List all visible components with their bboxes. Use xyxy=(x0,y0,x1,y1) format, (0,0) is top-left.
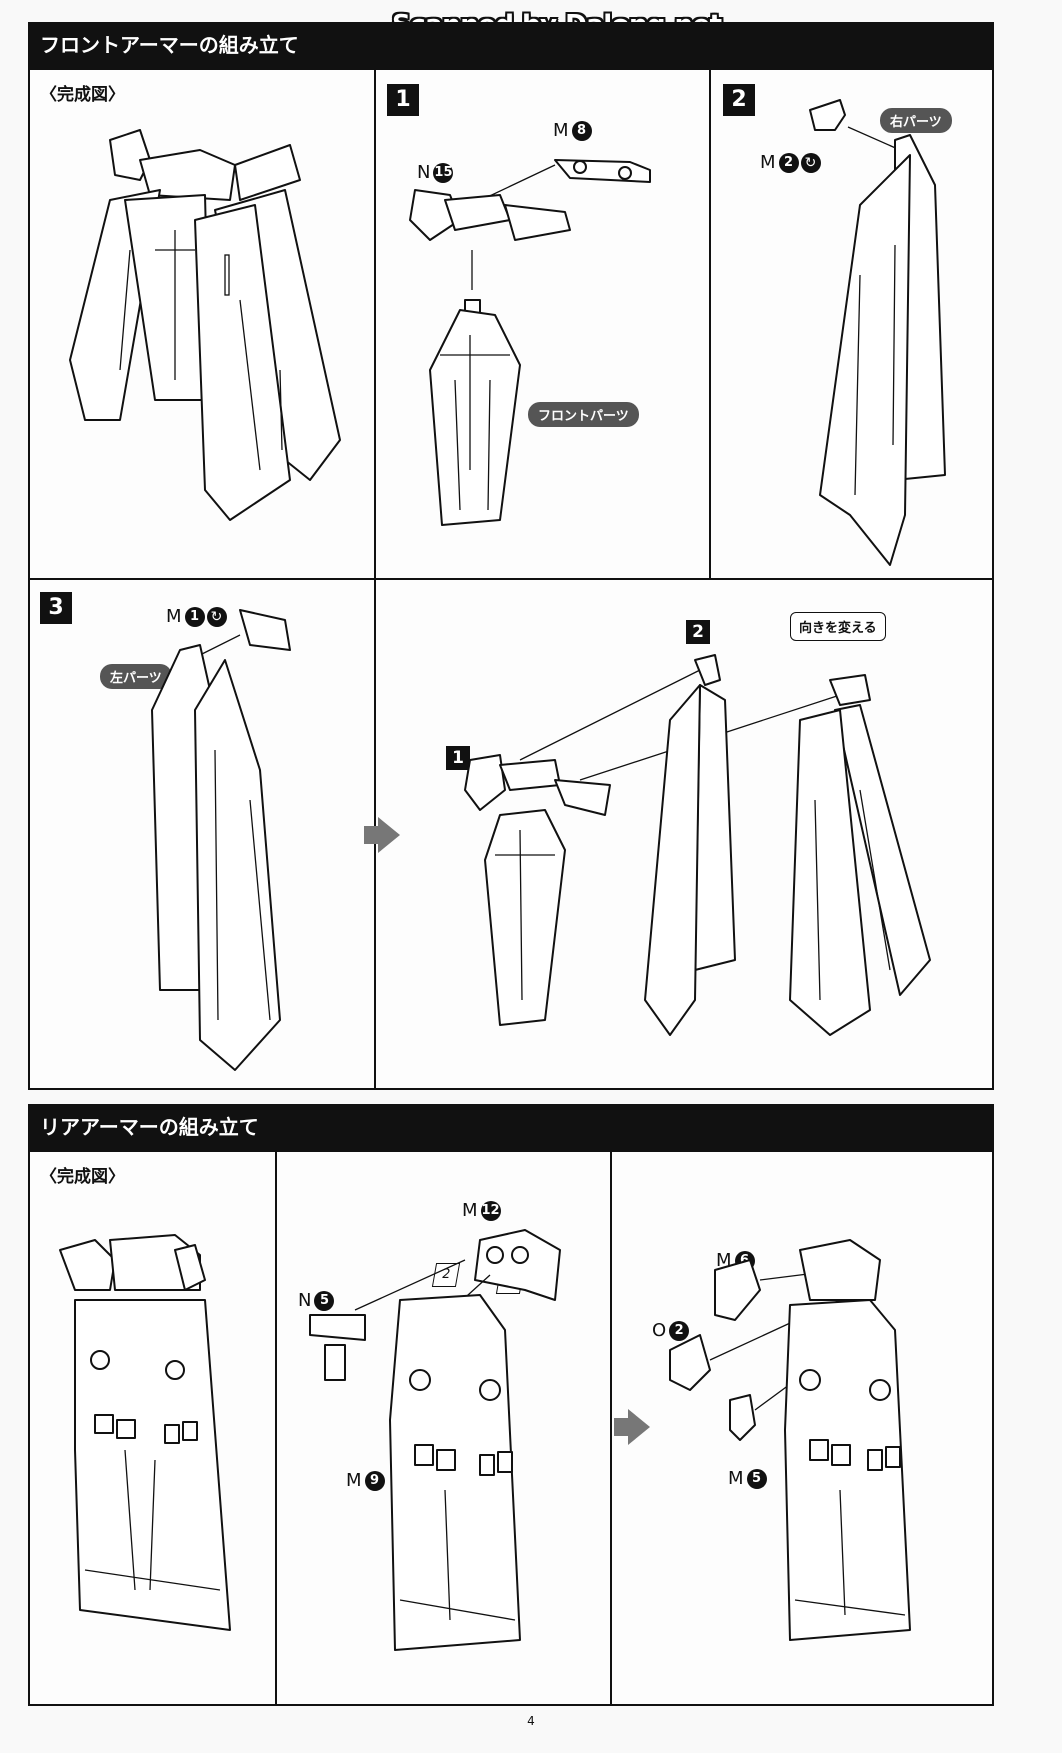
section-header-rear-armor: リアアーマーの組み立て xyxy=(28,1104,994,1150)
rear-step-a-drawing xyxy=(309,1229,561,1651)
front-armor-complete-drawing xyxy=(69,129,341,521)
step-1-number: 1 xyxy=(387,84,419,116)
section-header-front-armor: フロントアーマーの組み立て xyxy=(28,22,994,68)
section-title-rear-armor: リアアーマーの組み立て xyxy=(40,1115,259,1139)
step-3-pill-left-parts: 左パーツ xyxy=(100,664,172,689)
step-2-drawing xyxy=(809,99,946,566)
step-3-drawing xyxy=(151,609,291,1071)
step-1-drawing xyxy=(409,159,651,526)
section-title-front-armor: フロントアーマーの組み立て xyxy=(40,33,299,57)
flow-arrow-right-icon xyxy=(628,1409,650,1445)
step-2-pill-right-parts: 右パーツ xyxy=(880,108,952,133)
front-armor-divider-h xyxy=(28,578,994,580)
step-1-pill-front-parts: フロントパーツ xyxy=(528,402,639,427)
swirl-icon: ↻ xyxy=(800,153,821,173)
front-complete-label: 〈完成図〉 xyxy=(40,85,125,105)
flow-arrow-right-icon xyxy=(378,817,400,853)
step-3-number: 3 xyxy=(40,592,72,624)
front-armor-divider-v1 xyxy=(374,68,376,578)
rear-armor-divider-v2 xyxy=(610,1150,612,1706)
combine-drawing xyxy=(464,654,931,1036)
combine-ref-1: 1 xyxy=(446,746,470,770)
rear-armor-divider-v1 xyxy=(275,1150,277,1706)
step-2-number: 2 xyxy=(723,84,755,116)
rear-complete-label: 〈完成図〉 xyxy=(40,1167,125,1187)
rear-step-b-drawing xyxy=(669,1239,911,1641)
flow-arrow-tail-2 xyxy=(614,1418,628,1436)
combine-callout-turn: 向きを変える xyxy=(790,612,886,641)
flow-arrow-tail-1 xyxy=(364,826,378,844)
front-armor-divider-v2 xyxy=(709,68,711,578)
combine-ref-2: 2 xyxy=(686,620,710,644)
rear-armor-complete-drawing xyxy=(59,1234,231,1631)
swirl-icon: ↻ xyxy=(206,607,227,627)
page-number: 4 xyxy=(527,1714,535,1728)
